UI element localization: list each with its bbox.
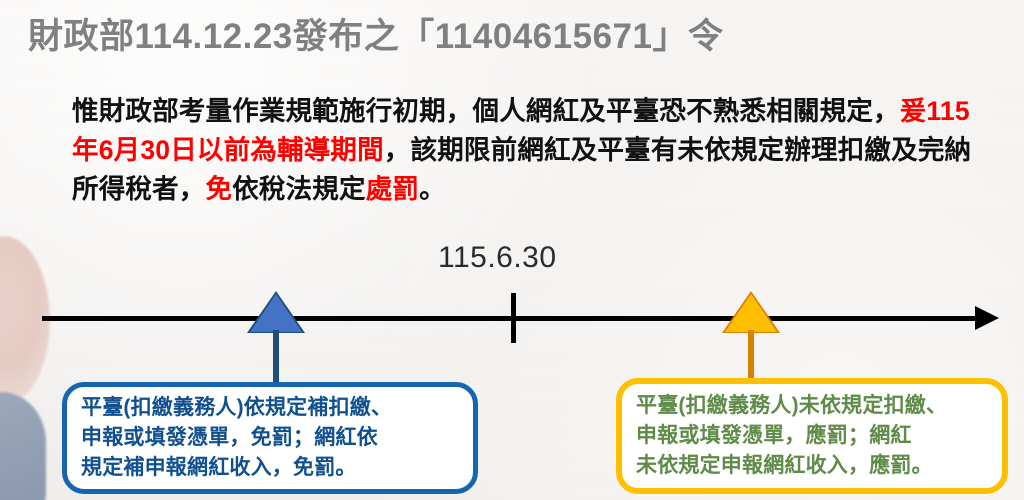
body-line3-prefix: 依規定辦理扣繳及完納所得稅者，: [72, 135, 972, 204]
callout-blue-line2: 申報或填發憑單，免罰；網紅依: [81, 426, 378, 449]
timeline-date-label: 115.6.30: [438, 241, 557, 274]
callout-box-after-deadline: 平臺(扣繳義務人)未依規定扣繳、 申報或填發憑單，應罰；網紅 未依規定申報網紅收…: [616, 378, 1008, 494]
callout-orange-text: 平臺(扣繳義務人)未依規定扣繳、 申報或填發憑單，應罰；網紅 未依規定申報網紅收…: [622, 391, 1002, 481]
body-line2-suffix: ，該期限前網紅及平臺有未: [383, 135, 705, 165]
callout-blue-line1: 平臺(扣繳義務人)依規定補扣繳、: [81, 396, 393, 419]
blue-callout-connector: [273, 330, 279, 386]
background-photo-shoulder: [0, 392, 46, 500]
callout-orange-line2: 申報或填發憑單，應罰；網紅: [636, 424, 912, 447]
body-highlight-penalty: 處罰: [365, 174, 420, 204]
orange-callout-connector: [748, 330, 754, 386]
body-highlight-guidance-period: 爰115年6月30日以前為輔導期間: [72, 96, 970, 165]
callout-box-before-deadline: 平臺(扣繳義務人)依規定補扣繳、 申報或填發憑單，免罰；網紅依 規定補申報網紅收…: [62, 382, 478, 494]
timeline-deadline-tick: [511, 293, 516, 343]
body-highlight-exempt: 免: [205, 174, 233, 204]
callout-orange-line3: 未依規定申報網紅收入，應罰。: [636, 454, 933, 477]
callout-blue-text: 平臺(扣繳義務人)依規定補扣繳、 申報或填發憑單，免罰；網紅依 規定補申報網紅收…: [67, 393, 473, 483]
body-line3-end: 。: [419, 174, 446, 204]
body-line3-mid: 依稅法規定: [232, 174, 366, 204]
callout-blue-line3: 規定補申報網紅收入，免罰。: [81, 456, 357, 479]
body-line1-text: 惟財政部考量作業規範施行初期，個人網紅及平臺恐不熟悉相關規: [72, 96, 847, 126]
blue-marker-triangle-icon: [250, 294, 302, 332]
body-line2-prefix: 定，: [846, 96, 900, 126]
timeline-arrow-icon: [975, 306, 999, 330]
page-title: 財政部114.12.23發布之「11404615671」令: [28, 17, 724, 56]
callout-orange-line1: 平臺(扣繳義務人)未依規定扣繳、: [636, 394, 948, 417]
body-paragraph: 惟財政部考量作業規範施行初期，個人網紅及平臺恐不熟悉相關規定，爰115年6月30…: [72, 92, 984, 209]
orange-marker-triangle-icon: [725, 294, 777, 332]
